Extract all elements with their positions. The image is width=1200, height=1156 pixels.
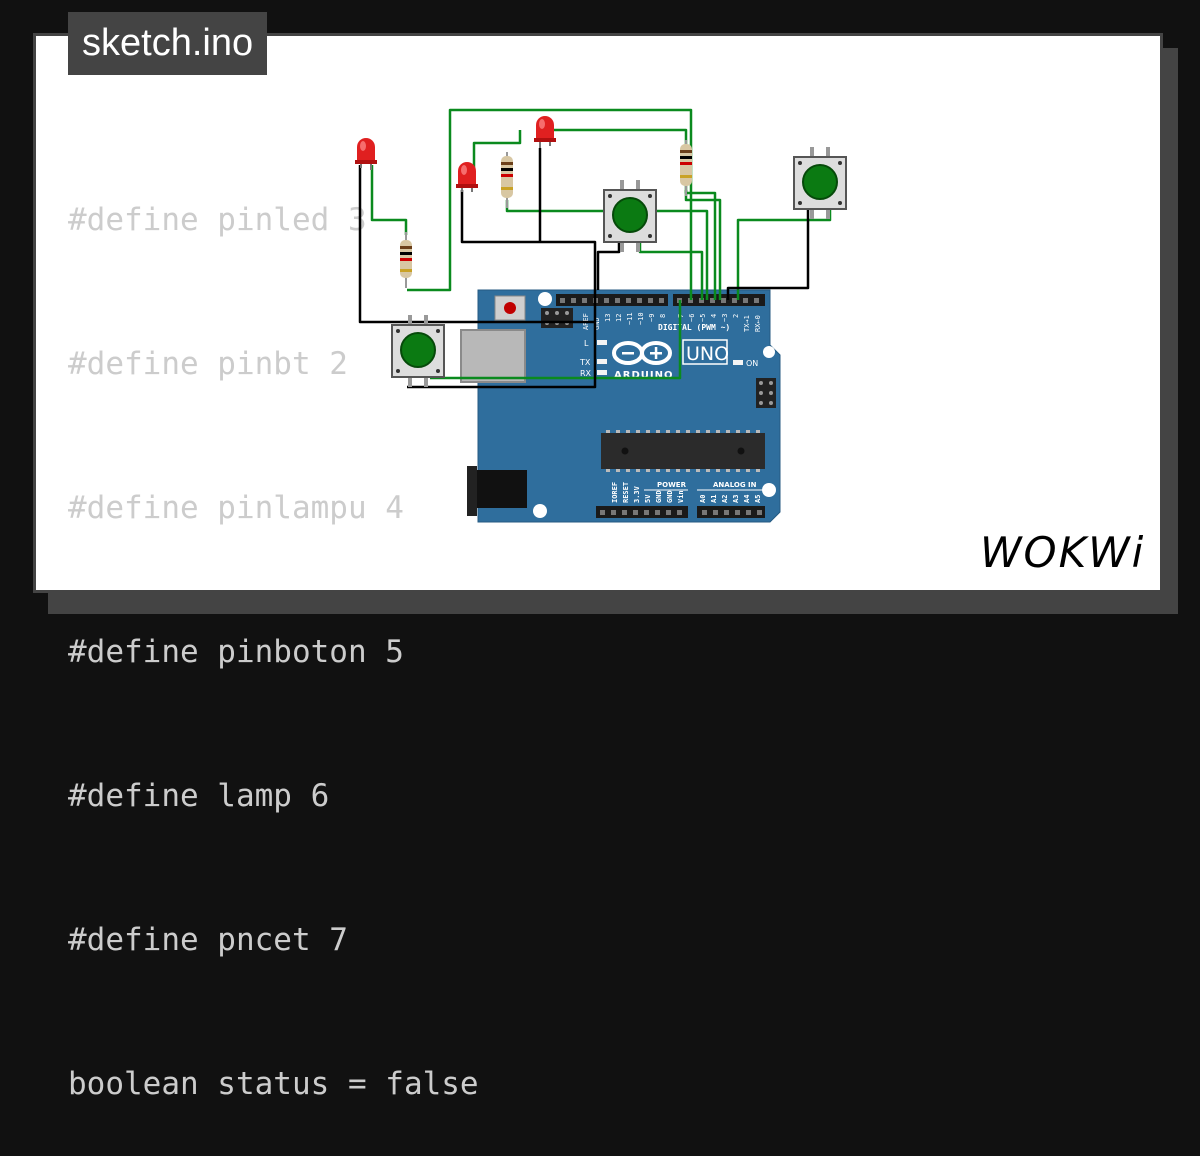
power-pin-label: 3.3V — [633, 485, 641, 503]
power-header — [596, 506, 688, 518]
analog-pin-label: A1 — [710, 495, 718, 503]
pin-label: 12 — [615, 314, 623, 322]
analog-header — [697, 506, 765, 518]
pushbutton-1[interactable] — [391, 315, 445, 387]
resistor-3[interactable] — [680, 140, 692, 196]
board-brand: ARDUINO — [614, 370, 673, 381]
led-red-2[interactable] — [456, 162, 478, 192]
code-line: #define lamp 6 — [68, 778, 330, 814]
board-model: UNO — [686, 343, 729, 365]
resistor-2[interactable] — [501, 152, 513, 208]
icsp-header — [541, 308, 573, 328]
file-tab[interactable]: sketch.ino — [68, 12, 268, 75]
wire-green[interactable] — [472, 130, 522, 182]
atmega-chip — [601, 430, 765, 472]
code-line: #define pinlampu 4 — [68, 490, 404, 526]
code-line: #define pinboton 5 — [68, 634, 404, 670]
resistor-1[interactable] — [400, 232, 412, 288]
label-gnd: GND — [593, 317, 601, 330]
pushbutton-2[interactable] — [603, 180, 657, 252]
arduino-logo — [612, 341, 672, 365]
pin-label: ~11 — [626, 312, 634, 325]
pin-label: ~6 — [688, 314, 696, 322]
pin-label: 8 — [659, 314, 667, 318]
analog-pin-label: A0 — [699, 495, 707, 503]
code-line: boolean status = false — [68, 1066, 479, 1102]
wire-green[interactable] — [736, 208, 832, 300]
led-label-rx: RX — [580, 369, 592, 378]
pin-label: ~5 — [699, 314, 707, 322]
icsp-header-2 — [756, 378, 776, 408]
pin-label: ~9 — [648, 314, 656, 322]
power-pin-label: GND — [655, 490, 663, 503]
pin-label: ~3 — [721, 314, 729, 322]
wire-black[interactable] — [596, 242, 621, 290]
power-label: POWER — [657, 481, 687, 489]
wire-green[interactable] — [430, 300, 682, 380]
usb-connector — [460, 329, 526, 383]
power-pin-label: GND — [666, 490, 674, 503]
wire-black[interactable] — [726, 208, 810, 300]
pin-label: TX→1 — [743, 315, 751, 332]
power-pin-label: RESET — [622, 482, 630, 503]
led-label-l: L — [584, 339, 589, 348]
wire-green[interactable] — [370, 165, 408, 235]
arduino-uno-board[interactable]: AREF GND 13 12 ~11 ~10 ~9 8 7 ~6 ~5 4 ~3… — [460, 289, 781, 523]
pin-label: 4 — [710, 314, 718, 318]
power-pin-label: IOREF — [611, 482, 619, 503]
reset-button[interactable] — [494, 295, 526, 321]
power-jack — [467, 466, 527, 516]
wokwi-logo-text: WOKWi — [980, 528, 1145, 577]
code-line: #define pinled 3 — [68, 202, 367, 238]
digital-label: DIGITAL (PWM ~) — [658, 323, 730, 332]
analog-pin-label: A2 — [721, 495, 729, 503]
pin-label: 2 — [732, 314, 740, 318]
analog-pin-label: A4 — [743, 495, 751, 503]
led-red-3[interactable] — [534, 116, 556, 148]
analog-pin-label: A5 — [754, 495, 762, 503]
code-line: #define pinbt 2 — [68, 346, 348, 382]
pushbutton-3[interactable] — [793, 147, 847, 219]
pin-label: 13 — [604, 314, 612, 322]
code-line: #define pncet 7 — [68, 922, 348, 958]
analog-pin-label: A3 — [732, 495, 740, 503]
power-pin-label: 5V — [644, 494, 652, 503]
wokwi-logo[interactable]: WOKWi — [980, 527, 1150, 577]
led-red-1[interactable] — [355, 138, 377, 170]
power-pin-label: Vin — [677, 490, 685, 503]
pin-label: ~10 — [637, 312, 645, 325]
analog-label: ANALOG IN — [713, 481, 757, 489]
on-label: ON — [746, 359, 758, 368]
led-label-tx: TX — [579, 358, 591, 367]
wire-black[interactable] — [460, 190, 597, 322]
pin-label: RX←0 — [754, 315, 762, 332]
circuit-diagram: AREF GND 13 12 ~11 ~10 ~9 8 7 ~6 ~5 4 ~3… — [355, 108, 847, 523]
